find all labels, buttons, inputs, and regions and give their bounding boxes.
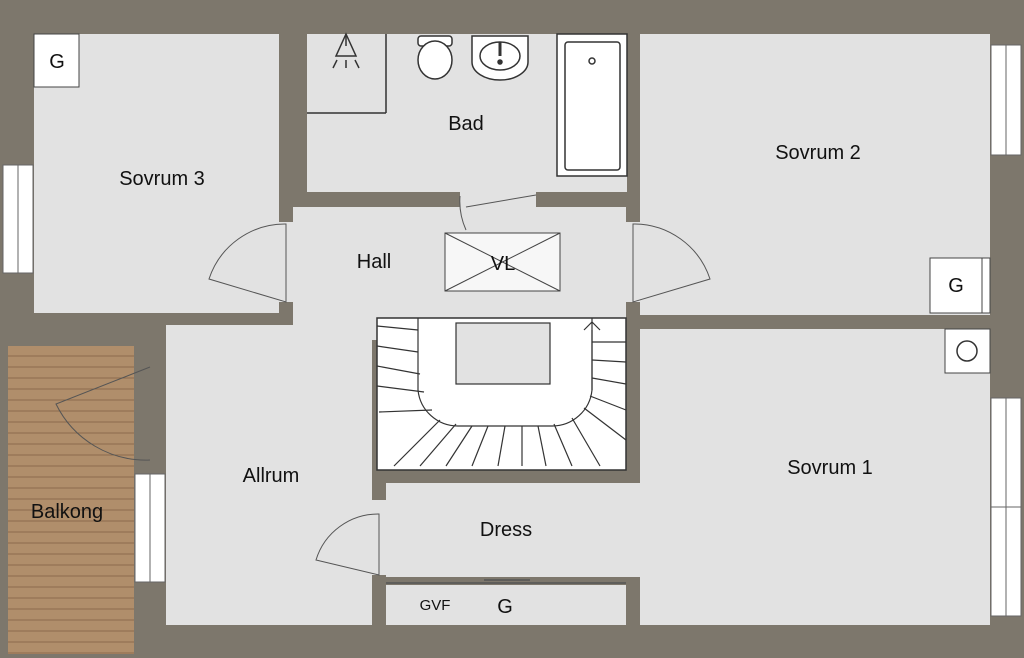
toilet-icon [417, 35, 453, 80]
wall-stair-bottom [372, 470, 640, 483]
wall-sovrum1-top [640, 315, 990, 329]
floor-sovrum-1 [640, 329, 990, 625]
stair-tread [419, 423, 457, 467]
door-dress [315, 513, 380, 576]
stair-tread [497, 425, 506, 467]
stair-tread [591, 377, 627, 385]
balcony-planks [8, 355, 134, 654]
room-label-balkong: Balkong [31, 501, 103, 523]
room-label-bad: Bad [448, 113, 484, 135]
door-bad [459, 194, 537, 231]
stair-tread [583, 407, 627, 441]
stair-tread [376, 345, 419, 353]
windows [2, 44, 1022, 617]
drain-icon [944, 328, 991, 374]
g-label-sovrum2: G [948, 275, 964, 297]
stair-tread [445, 425, 473, 467]
door-swings [55, 194, 711, 576]
wall-stair-right [626, 318, 640, 483]
vl-label: VL [491, 253, 515, 275]
door-balkong [55, 366, 151, 461]
floor-allrum-upper [166, 325, 372, 625]
room-label-allrum: Allrum [243, 465, 300, 487]
label-gvf: GVF [420, 597, 451, 614]
stairs-icon [376, 317, 627, 471]
stair-tread [378, 409, 433, 413]
sliding-doors [386, 579, 626, 584]
room-label-sovrum-1: Sovrum 1 [787, 457, 873, 479]
stair-tread [553, 423, 573, 467]
wall-dress-bottom [372, 577, 640, 585]
stair-tread [376, 385, 425, 393]
floor-dress [372, 483, 640, 577]
bathtub-icon [556, 33, 628, 177]
stair-tread [571, 417, 601, 467]
g-label-sovrum3: G [49, 51, 65, 73]
room-label-dress: Dress [480, 519, 532, 541]
room-label-sovrum-2: Sovrum 2 [775, 142, 861, 164]
g-box-sovrum3: G [33, 33, 80, 88]
stair-tread [471, 425, 489, 467]
shower-icon [307, 32, 387, 114]
balcony-floor [8, 346, 134, 654]
stair-tread [591, 359, 627, 363]
vl-box: VL [444, 232, 561, 292]
sink-icon [471, 35, 529, 81]
room-label-hall: Hall [357, 251, 391, 273]
floor-allrum-link [293, 300, 383, 340]
room-label-sovrum-3: Sovrum 3 [119, 168, 205, 190]
stair-tread [376, 325, 419, 331]
door-sovrum3 [208, 223, 287, 303]
floor-wc-strip [386, 585, 626, 625]
g-box-sovrum2: G [929, 257, 991, 314]
stair-tread [376, 365, 421, 375]
g-label-dress: G [497, 596, 513, 618]
stair-tread [393, 419, 441, 467]
opening-bad-door [460, 192, 536, 207]
stair-tread [589, 395, 627, 411]
door-sovrum2 [632, 223, 711, 303]
stair-tread [537, 425, 547, 467]
